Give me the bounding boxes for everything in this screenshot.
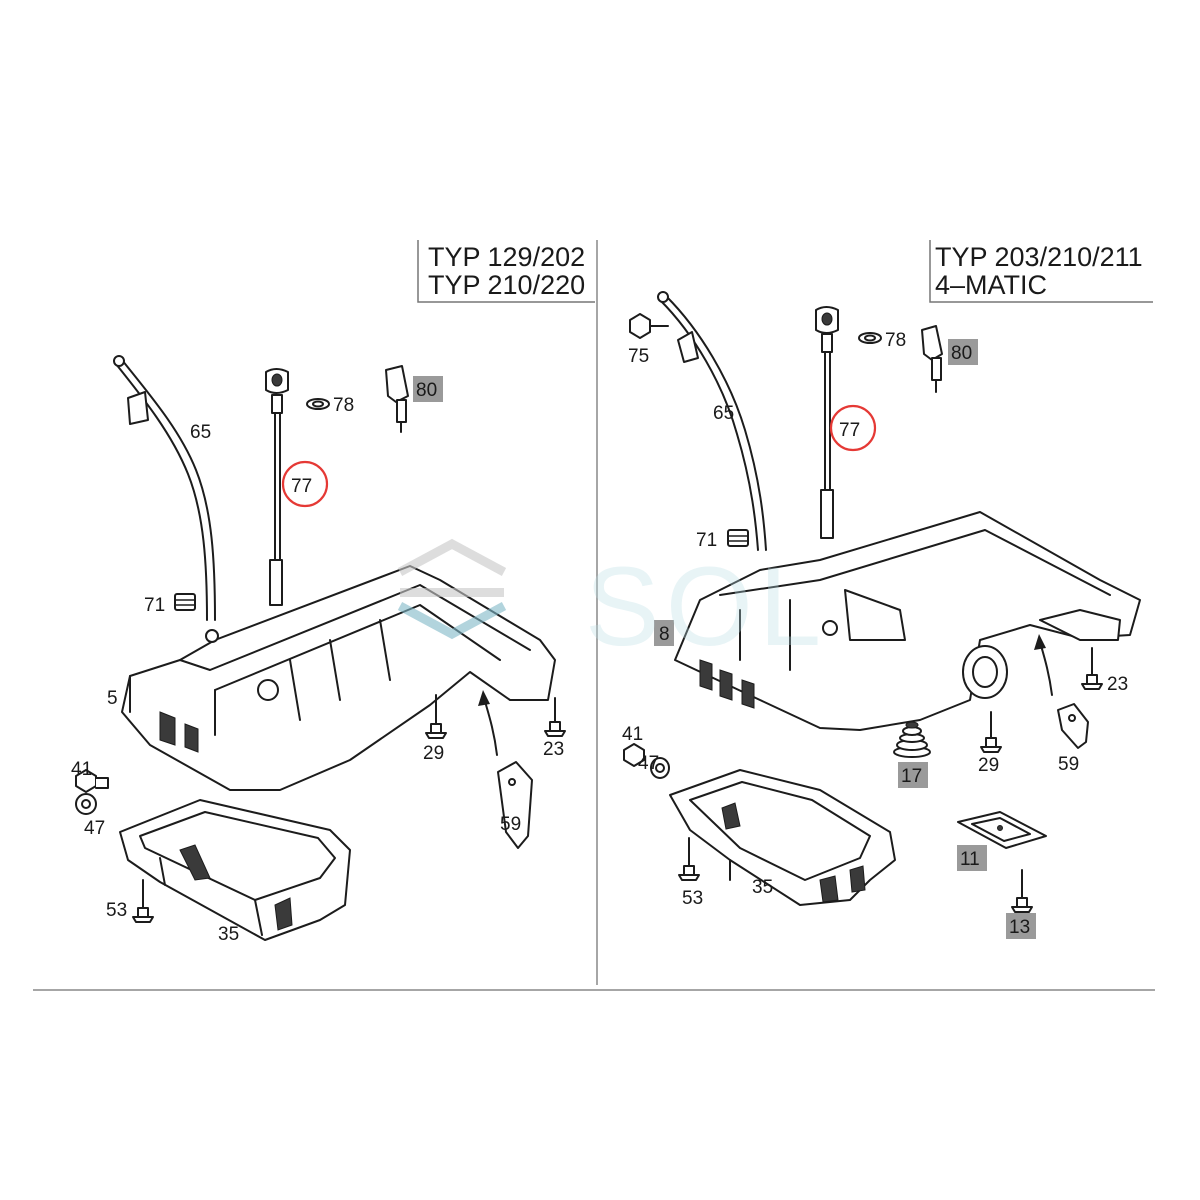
plug-71	[174, 593, 196, 611]
bolt-29	[980, 711, 1002, 753]
callout-80: 80	[416, 380, 437, 401]
upper-oil-pan	[674, 511, 1141, 731]
callout-71: 71	[696, 530, 717, 551]
callout-11: 11	[960, 849, 980, 870]
left-title-line1: TYP 129/202	[428, 242, 585, 272]
gasket-11	[957, 811, 1047, 849]
cover-59	[1057, 703, 1089, 749]
callout-71: 71	[144, 595, 165, 616]
highlight-box-11	[957, 845, 987, 871]
highlight-box-80	[948, 339, 978, 365]
left-panel: TYP 129/202 TYP 210/220 65 77 78	[71, 242, 585, 945]
plug-71	[727, 529, 749, 547]
watermark: SOL	[397, 538, 827, 669]
callout-35: 35	[752, 877, 773, 898]
highlight-box-80	[413, 376, 443, 402]
callout-59: 59	[1058, 754, 1079, 775]
right-panel: TYP 203/210/211 4–MATIC 75 65 77	[622, 242, 1143, 939]
callout-77: 77	[291, 476, 312, 497]
highlight-circle-77	[829, 404, 877, 452]
callout-41: 41	[71, 759, 92, 780]
filter-17	[893, 721, 931, 758]
bolt-13	[1011, 869, 1033, 913]
bolt-75	[629, 313, 669, 339]
oil-level-sensor	[385, 365, 409, 433]
callout-53: 53	[106, 900, 127, 921]
frame	[33, 240, 1155, 991]
callout-78: 78	[333, 395, 354, 416]
callout-77: 77	[839, 420, 860, 441]
watermark-logo-bar-1	[400, 588, 504, 597]
callout-17: 17	[901, 766, 922, 787]
callout-41: 41	[622, 724, 643, 745]
callout-47: 47	[84, 818, 105, 839]
assembly-arrow	[1034, 634, 1053, 696]
dipstick-guide-tube	[657, 291, 767, 551]
oil-dipstick	[815, 306, 839, 539]
callout-23: 23	[543, 739, 564, 760]
drain-plug-41	[75, 769, 109, 793]
callout-75: 75	[628, 346, 649, 367]
callout-47: 47	[638, 753, 659, 774]
callout-59: 59	[500, 814, 521, 835]
washer-47	[75, 793, 97, 815]
right-title-line1: TYP 203/210/211	[935, 242, 1143, 272]
watermark-logo-chevron	[397, 538, 507, 576]
bolt-23	[1081, 647, 1103, 690]
callout-65: 65	[713, 403, 734, 424]
upper-oil-pan	[121, 565, 556, 791]
callout-65: 65	[190, 422, 211, 443]
bolt-53	[132, 879, 154, 923]
washer-47	[650, 757, 670, 779]
lower-oil-pan	[119, 799, 351, 941]
watermark-logo-chevron-2	[397, 602, 507, 640]
left-title-line2: TYP 210/220	[428, 270, 585, 300]
highlight-box-17	[898, 762, 928, 788]
dipstick-guide-tube	[113, 355, 216, 621]
callout-29: 29	[978, 755, 999, 776]
callout-53: 53	[682, 888, 703, 909]
assembly-arrow	[478, 690, 498, 756]
right-title-line2: 4–MATIC	[935, 270, 1047, 300]
o-ring-78	[858, 332, 882, 344]
callout-78: 78	[885, 330, 906, 351]
callout-8: 8	[659, 624, 670, 645]
watermark-text: SOL	[585, 544, 827, 669]
drain-plug-41	[623, 743, 645, 767]
highlight-box-13	[1006, 913, 1036, 939]
bolt-29	[425, 694, 447, 739]
callout-13: 13	[1009, 917, 1030, 938]
highlight-circle-77	[281, 460, 329, 508]
lower-oil-pan	[669, 769, 896, 906]
callout-80: 80	[951, 343, 972, 364]
o-ring-78	[306, 398, 330, 410]
bolt-53	[678, 837, 700, 881]
callout-5: 5	[107, 688, 118, 709]
oil-level-sensor	[921, 325, 943, 393]
callout-29: 29	[423, 743, 444, 764]
oil-dipstick	[265, 368, 289, 606]
callout-35: 35	[218, 924, 239, 945]
bolt-23	[544, 697, 566, 737]
cover-59	[497, 761, 533, 849]
callout-23: 23	[1107, 674, 1128, 695]
highlight-box-8	[654, 620, 674, 646]
